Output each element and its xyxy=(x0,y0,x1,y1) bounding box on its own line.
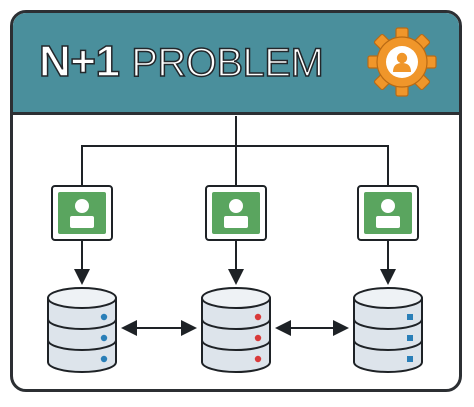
user-node-2 xyxy=(205,185,267,241)
user-node-1 xyxy=(51,185,113,241)
database-node-1 xyxy=(47,287,117,373)
header-banner: N+1 PROBLEM xyxy=(13,13,459,115)
database-node-2 xyxy=(201,287,271,373)
title-problem: PROBLEM xyxy=(130,40,324,86)
user-node-3 xyxy=(357,185,419,241)
page-title: N+1 PROBLEM xyxy=(38,36,324,88)
title-n-plus-one: N+1 xyxy=(38,36,120,87)
connector-lines xyxy=(81,116,389,186)
database-node-3 xyxy=(353,287,423,373)
down-arrows xyxy=(74,240,396,285)
gear-user-icon xyxy=(367,27,437,97)
